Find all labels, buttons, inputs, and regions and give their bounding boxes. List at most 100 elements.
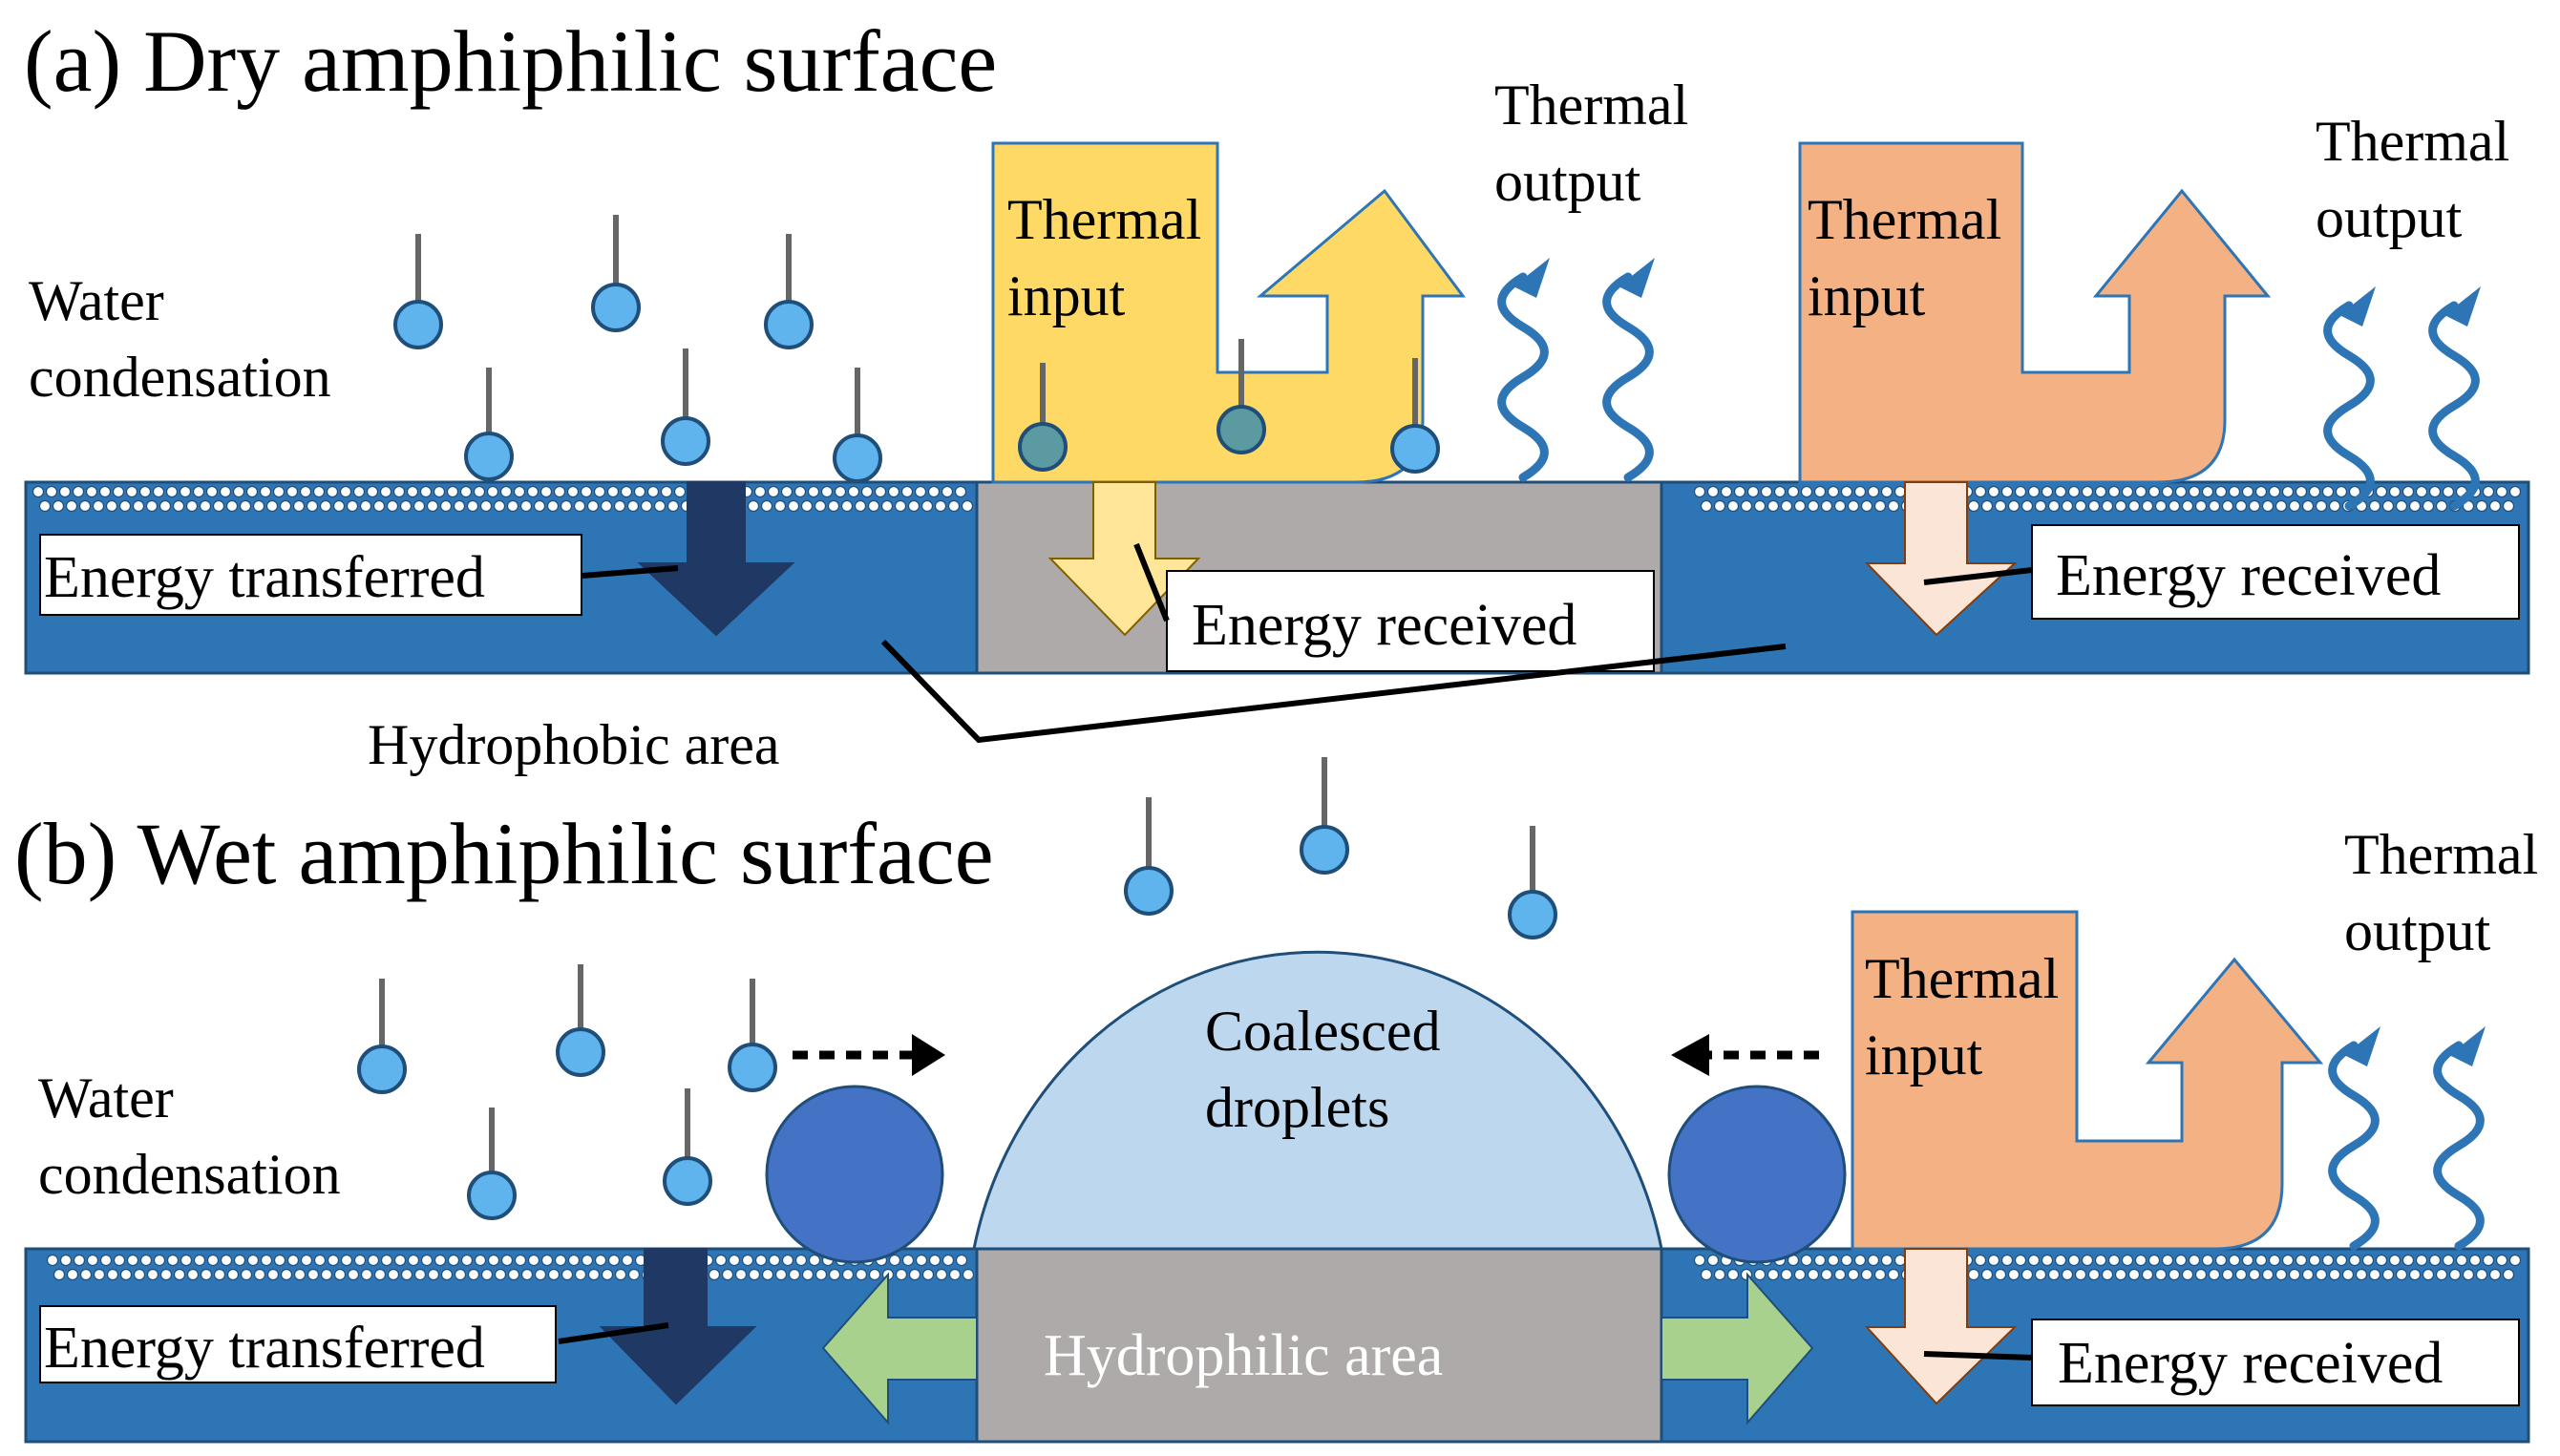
texture-dot — [600, 499, 613, 513]
texture-dot — [2087, 499, 2101, 513]
texture-dot — [2114, 1268, 2127, 1281]
leader-line — [558, 1322, 669, 1344]
texture-dot — [653, 499, 666, 513]
texture-dot — [125, 485, 138, 498]
texture-dot — [607, 1254, 621, 1267]
texture-dot — [500, 1254, 514, 1267]
texture-dot — [948, 1268, 962, 1281]
texture-dot — [473, 485, 486, 498]
texture-dot — [2168, 1268, 2181, 1281]
texture-dot — [2381, 1268, 2395, 1281]
water-droplets-group — [393, 215, 882, 483]
thermal-input-label-1: input — [1007, 264, 1126, 327]
texture-dot — [219, 485, 232, 498]
texture-dot — [2502, 499, 2515, 513]
texture-dot — [2188, 485, 2201, 498]
texture-dot — [2442, 1254, 2455, 1267]
texture-dot — [186, 1268, 200, 1281]
texture-dot — [2007, 1268, 2020, 1281]
texture-dot — [907, 499, 920, 513]
texture-dot — [2081, 1254, 2094, 1267]
texture-dot — [613, 499, 626, 513]
texture-dot — [467, 1268, 480, 1281]
texture-dot — [2428, 485, 2442, 498]
texture-dot — [173, 1268, 186, 1281]
texture-dot — [159, 1268, 173, 1281]
texture-dot — [513, 485, 526, 498]
texture-dot — [486, 485, 499, 498]
texture-dot — [166, 1254, 180, 1267]
texture-dot — [519, 499, 533, 513]
texture-dot — [2101, 1268, 2114, 1281]
texture-dot — [1860, 499, 1873, 513]
texture-dot — [292, 499, 306, 513]
texture-dot — [1760, 485, 1773, 498]
leader-line — [582, 565, 679, 579]
texture-dot — [1820, 499, 1833, 513]
texture-dot — [359, 499, 372, 513]
texture-dot — [935, 1268, 948, 1281]
texture-dot — [2455, 1254, 2468, 1267]
texture-dot — [105, 499, 118, 513]
texture-dot — [66, 1268, 79, 1281]
texture-dot — [2355, 1268, 2368, 1281]
texture-dot — [1873, 499, 1887, 513]
texture-dot — [554, 1254, 567, 1267]
texture-dot — [92, 499, 105, 513]
texture-dot — [2502, 1268, 2515, 1281]
texture-dot — [627, 1268, 641, 1281]
texture-dot — [540, 1254, 554, 1267]
energy-transferred-arrow — [637, 481, 795, 637]
texture-dot — [185, 499, 199, 513]
texture-dot — [454, 1268, 467, 1281]
texture-dot — [934, 499, 947, 513]
texture-dot — [2081, 485, 2094, 498]
texture-dot — [59, 1254, 73, 1267]
texture-dot — [1753, 499, 1767, 513]
texture-dot — [2020, 499, 2034, 513]
texture-dot — [2020, 1268, 2034, 1281]
texture-dot — [299, 485, 312, 498]
texture-dot — [1967, 499, 1980, 513]
texture-dot — [192, 485, 205, 498]
texture-dot — [286, 485, 299, 498]
texture-dot — [446, 485, 459, 498]
texture-dot — [854, 499, 867, 513]
texture-dot — [1693, 1254, 1706, 1267]
texture-dot — [139, 1254, 153, 1267]
texture-dot — [860, 485, 874, 498]
surface-texture-dots — [1693, 1254, 2522, 1281]
texture-dot — [2495, 485, 2508, 498]
texture-dot — [1720, 485, 1733, 498]
texture-dot — [800, 499, 814, 513]
texture-dot — [1967, 1268, 1980, 1281]
texture-dot — [962, 1268, 975, 1281]
texture-dot — [340, 1254, 353, 1267]
texture-dot — [2415, 1254, 2428, 1267]
texture-dot — [787, 499, 800, 513]
texture-dot — [2361, 1254, 2375, 1267]
texture-dot — [2368, 1268, 2381, 1281]
texture-dot — [754, 1254, 768, 1267]
texture-dot — [225, 499, 239, 513]
water-condensation-label: Water — [29, 269, 164, 332]
texture-dot — [346, 499, 359, 513]
texture-dot — [2281, 485, 2295, 498]
texture-dot — [581, 1254, 594, 1267]
texture-dot — [252, 499, 265, 513]
texture-dot — [279, 499, 292, 513]
texture-dot — [93, 1268, 106, 1281]
texture-dot — [2348, 1254, 2361, 1267]
texture-dot — [640, 499, 653, 513]
texture-dot — [1726, 499, 1740, 513]
texture-dot — [327, 1254, 340, 1267]
texture-dot — [2388, 485, 2401, 498]
texture-dot — [86, 1254, 99, 1267]
texture-dot — [1767, 499, 1780, 513]
texture-dot — [567, 1254, 581, 1267]
texture-dot — [2121, 485, 2134, 498]
texture-dot — [2288, 499, 2301, 513]
texture-dot — [566, 485, 580, 498]
texture-dot — [855, 1268, 868, 1281]
